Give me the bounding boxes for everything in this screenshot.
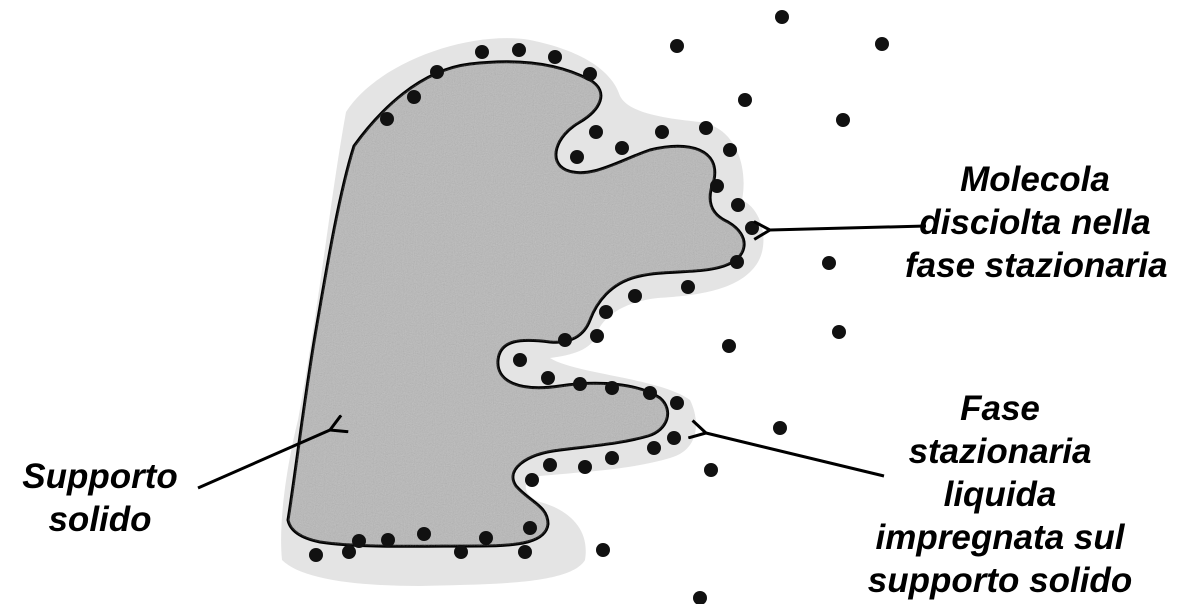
dissolved-molecule [570,150,584,164]
liquid-phase-label-line-3: liquida [860,473,1140,516]
dissolved-molecule [731,198,745,212]
dissolved-molecule [479,531,493,545]
dissolved-molecule [578,460,592,474]
mobile-phase-molecule [722,339,736,353]
dissolved-molecule [730,255,744,269]
dissolved-molecule [723,143,737,157]
mobile-phase-molecules-group [596,10,889,604]
dissolved-molecule [605,381,619,395]
mobile-phase-molecule [832,325,846,339]
dissolved-molecule [407,90,421,104]
mobile-phase-molecule [836,113,850,127]
molecule-label-line-2: disciolta nella [905,201,1165,244]
solid-support-label-line-2: solido [0,498,200,541]
dissolved-molecule [525,473,539,487]
liquid-phase-label-line-1: Fase [860,387,1140,430]
dissolved-molecule [745,221,759,235]
dissolved-molecule [628,289,642,303]
dissolved-molecule [573,377,587,391]
mobile-phase-molecule [738,93,752,107]
dissolved-molecule [381,533,395,547]
molecule-arrow [770,226,926,230]
solid-support-label-line-1: Supporto [0,455,200,498]
mobile-phase-molecule [704,463,718,477]
mobile-phase-molecule [693,591,707,604]
liquid-phase-label-line-2: stazionaria [860,430,1140,473]
liquid-phase-label: Fase stazionaria liquida impregnata sul … [860,387,1140,602]
dissolved-molecule [667,431,681,445]
dissolved-molecule [342,545,356,559]
mobile-phase-molecule [875,37,889,51]
dissolved-molecule [380,112,394,126]
dissolved-molecule [454,545,468,559]
dissolved-molecule [475,45,489,59]
dissolved-molecule [512,43,526,57]
liquid-phase-arrow [706,433,884,476]
solid-support-label: Supporto solido [0,455,200,541]
dissolved-molecule [352,534,366,548]
dissolved-molecule [518,545,532,559]
dissolved-molecule [558,333,572,347]
mobile-phase-molecule [822,256,836,270]
dissolved-molecule [615,141,629,155]
mobile-phase-molecule [670,39,684,53]
liquid-phase-label-line-4: impregnata sul [860,516,1140,559]
molecule-label: Molecola disciolta nella fase stazionari… [905,158,1165,287]
dissolved-molecule [541,371,555,385]
dissolved-molecule [605,451,619,465]
dissolved-molecule [647,441,661,455]
dissolved-molecule [523,521,537,535]
molecule-label-line-3: fase stazionaria [905,244,1165,287]
dissolved-molecule [670,396,684,410]
dissolved-molecule [430,65,444,79]
mobile-phase-molecule [775,10,789,24]
dissolved-molecule [543,458,557,472]
dissolved-molecule [309,548,323,562]
dissolved-molecule [583,67,597,81]
molecule-label-line-1: Molecola [905,158,1165,201]
dissolved-molecule [710,179,724,193]
dissolved-molecule [590,329,604,343]
dissolved-molecule [599,305,613,319]
dissolved-molecule [548,50,562,64]
dissolved-molecule [589,125,603,139]
liquid-phase-label-line-5: supporto solido [860,559,1140,602]
dissolved-molecule [417,527,431,541]
dissolved-molecule [513,353,527,367]
mobile-phase-molecule [773,421,787,435]
dissolved-molecule [643,386,657,400]
dissolved-molecule [655,125,669,139]
mobile-phase-molecule [596,543,610,557]
dissolved-molecule [681,280,695,294]
dissolved-molecule [699,121,713,135]
